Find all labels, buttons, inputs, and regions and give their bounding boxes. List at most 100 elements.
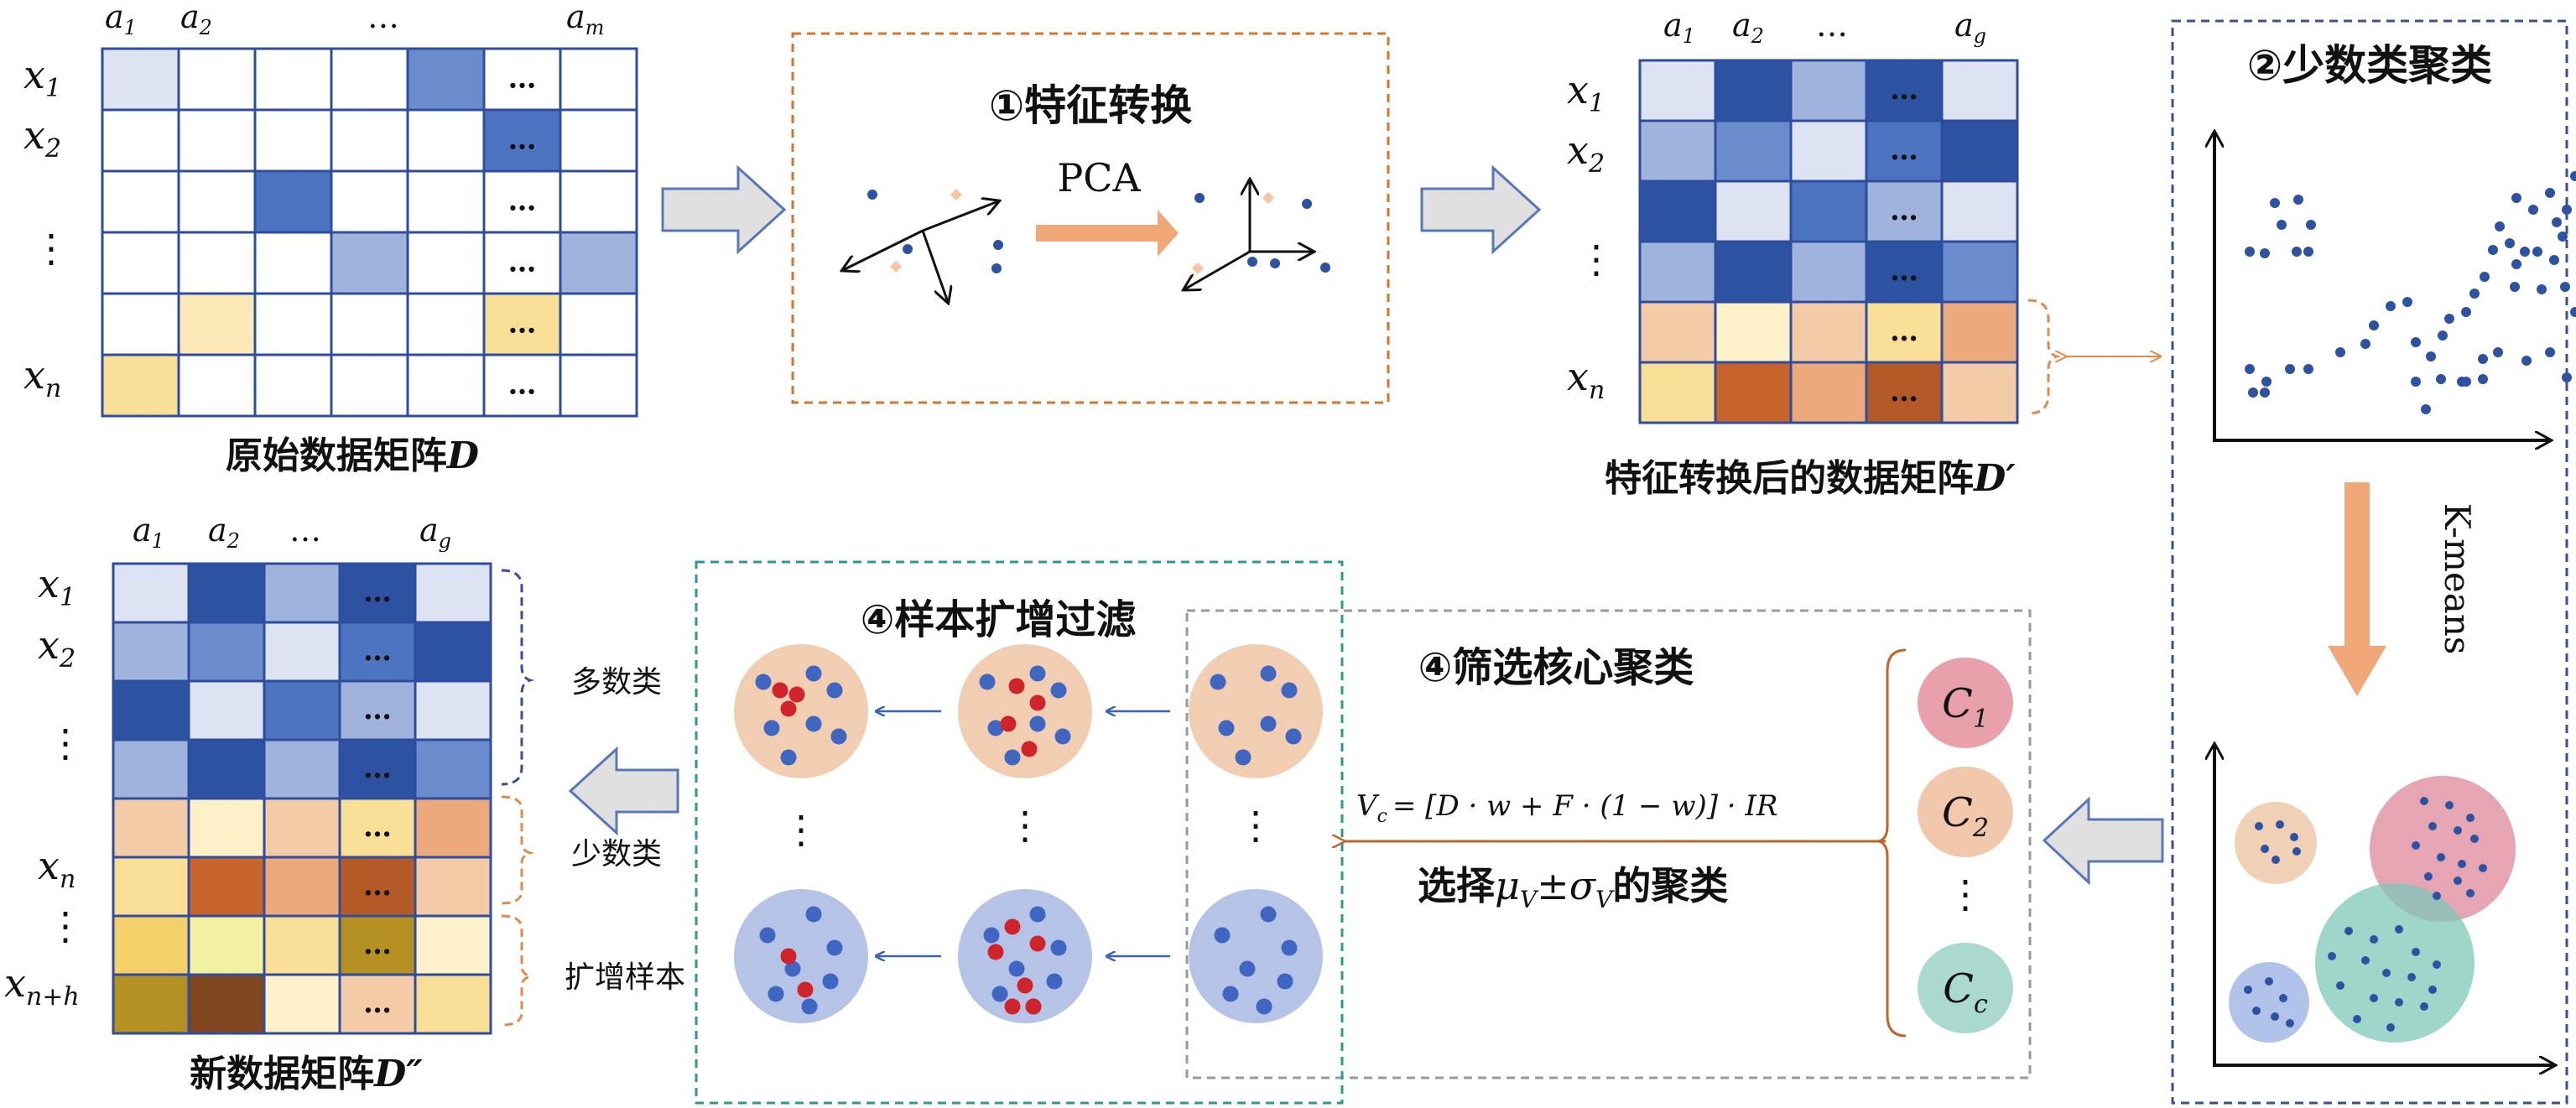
pca-point-diamond — [889, 260, 903, 273]
minority-scatter — [2245, 171, 2576, 414]
m3-row-vdots: ⋮ — [46, 903, 85, 949]
matrix-cell — [1865, 59, 1944, 122]
matrix-cell — [112, 738, 190, 800]
scatter-point — [2511, 193, 2521, 203]
cluster-circle-teal — [2315, 883, 2475, 1043]
matrix-cell — [101, 231, 180, 295]
scatter-point — [2562, 372, 2572, 382]
matrix-cell-ellipsis: … — [363, 634, 392, 668]
cluster-circle-blue — [2229, 962, 2309, 1043]
matrix-cell — [253, 231, 333, 295]
original-sample — [1004, 749, 1021, 766]
matrix-cell — [263, 738, 341, 800]
cluster-point — [2370, 994, 2378, 1002]
synthetic-sample — [1000, 715, 1017, 732]
matrix-transformed: ……………… — [1638, 59, 2019, 424]
matrix-cell — [414, 797, 492, 859]
matrix-cell-ellipsis: … — [508, 185, 537, 218]
scatter-point — [2335, 347, 2345, 357]
cluster-point — [2407, 973, 2416, 981]
cluster-point — [2470, 835, 2479, 843]
matrix-cell-ellipsis: … — [1890, 315, 1918, 348]
original-sample — [1260, 665, 1277, 682]
cluster-point — [2244, 986, 2252, 994]
matrix-cell — [263, 973, 341, 1035]
cluster-point — [2433, 960, 2441, 969]
scatter-point — [2270, 198, 2280, 208]
cluster-c1-label: C1 — [1942, 680, 1989, 734]
matrix-cell — [330, 108, 409, 173]
matrix-cell — [1638, 240, 1717, 304]
minority-clustering-panel — [2171, 19, 2568, 1105]
matrix-cell-ellipsis: … — [363, 986, 392, 1020]
original-sample — [1050, 682, 1067, 699]
matrix-cell — [1714, 59, 1793, 122]
matrix-cell — [338, 738, 417, 800]
matrix-cell — [1789, 300, 1868, 364]
cluster-point — [2395, 925, 2403, 934]
m3-col-label: a2 — [208, 512, 240, 553]
matrix-cell — [414, 679, 492, 741]
pca-point — [1270, 258, 1280, 268]
kmeans-arrow — [2328, 482, 2386, 696]
original-sample — [826, 939, 843, 956]
matrix-cell — [559, 231, 638, 295]
matrix-cell — [263, 856, 341, 918]
scatter-point — [2438, 330, 2448, 341]
matrix-cell — [253, 47, 333, 112]
scatter-point — [2469, 289, 2480, 299]
cluster-circle-orange — [2235, 802, 2317, 884]
scatter-point — [2260, 388, 2270, 398]
matrix-cell-ellipsis: … — [363, 869, 392, 903]
kmeans-label: K-means — [2437, 503, 2478, 655]
scatter-point — [2261, 377, 2272, 387]
matrix-cell — [112, 562, 190, 624]
cluster-point — [2279, 994, 2287, 1002]
sample-expansion-panel — [695, 560, 1344, 1105]
m1-caption: 原始数据矩阵D — [226, 434, 479, 477]
synthetic-sample — [788, 686, 805, 703]
matrix-cell — [330, 169, 409, 234]
augmented-label: 扩增样本 — [565, 960, 685, 995]
matrix-cell — [1714, 361, 1793, 424]
matrix-cell — [1789, 59, 1868, 122]
m2-col-label: a1 — [1663, 7, 1695, 48]
original-sample — [780, 749, 797, 766]
cluster-point — [2252, 1007, 2261, 1015]
bubble-vdots: ⋮ — [782, 807, 820, 852]
scatter-point — [2532, 247, 2542, 257]
matrix-cell-ellipsis: … — [508, 123, 537, 157]
axes-before-icon — [843, 201, 998, 302]
cluster-point — [2353, 1015, 2361, 1023]
matrix-cell — [1940, 361, 2019, 424]
matrix-cell — [187, 738, 266, 800]
matrix-cell-ellipsis: … — [508, 307, 537, 341]
scatter-point — [2426, 351, 2436, 362]
scatter-point — [2545, 347, 2555, 357]
cluster-point — [2437, 853, 2445, 861]
scatter-point — [2520, 247, 2530, 257]
matrix-cell — [263, 621, 341, 683]
matrix-cell-ellipsis: … — [508, 368, 537, 402]
scatter-point — [2537, 284, 2547, 294]
matrix-cell — [187, 914, 266, 976]
scatter-point — [2245, 364, 2255, 374]
m2-caption: 特征转换后的数据矩阵D′ — [1605, 457, 2016, 500]
m3-col-ellipsis: … — [289, 512, 321, 549]
pca-point — [1320, 263, 1330, 273]
matrix-cell — [1789, 119, 1868, 183]
m3-row-label: x1 — [38, 561, 75, 612]
matrix-cell — [482, 47, 562, 112]
cluster-point — [2328, 952, 2336, 960]
m3-col-label: a1 — [133, 512, 164, 553]
pca-arrow — [1036, 210, 1179, 257]
scatter-point — [2558, 231, 2568, 242]
pca-label: PCA — [1057, 155, 1141, 200]
matrix-cell — [1865, 179, 1944, 243]
scatter-point — [2521, 356, 2532, 366]
matrix-cell — [177, 353, 257, 418]
matrix-cell — [101, 353, 180, 418]
cluster-point — [2276, 820, 2284, 829]
cluster-point — [2412, 841, 2420, 850]
matrix-cell — [559, 292, 638, 356]
